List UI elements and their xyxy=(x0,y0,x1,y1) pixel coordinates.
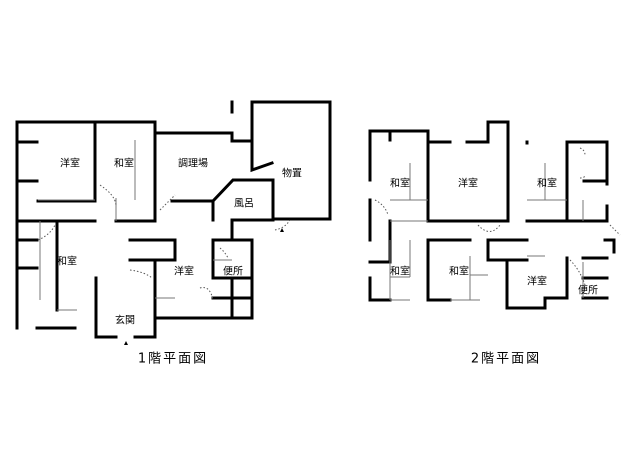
room-label: 便所 xyxy=(223,266,243,278)
room-label: 和室 xyxy=(449,266,469,278)
room-label: 物置 xyxy=(282,168,302,180)
floor2-caption: 2階平面図 xyxy=(470,351,542,367)
entrance-arrow-icon xyxy=(124,341,128,345)
floor1-thin-lines xyxy=(37,140,291,311)
room-label: 和室 xyxy=(57,256,77,268)
room-label: 洋室 xyxy=(60,158,80,170)
room-label: 洋室 xyxy=(174,266,194,278)
room-label: 和室 xyxy=(390,266,410,278)
room-label: 風呂 xyxy=(234,198,254,210)
room-label: 洋室 xyxy=(458,178,478,190)
floor2-walls xyxy=(368,120,616,310)
floor2-thin-lines xyxy=(374,147,621,301)
room-label: 和室 xyxy=(114,158,134,170)
floor1-walls xyxy=(15,100,332,339)
entrance-markers xyxy=(124,228,284,345)
room-label: 調理場 xyxy=(178,158,208,170)
room-label: 洋室 xyxy=(527,276,547,288)
room-label: 便所 xyxy=(578,285,598,297)
floor1-caption: 1階平面図 xyxy=(137,351,209,367)
room-label: 玄関 xyxy=(115,315,135,327)
room-label: 和室 xyxy=(537,178,557,190)
entrance-arrow-icon xyxy=(280,228,284,232)
room-label: 和室 xyxy=(390,178,410,190)
